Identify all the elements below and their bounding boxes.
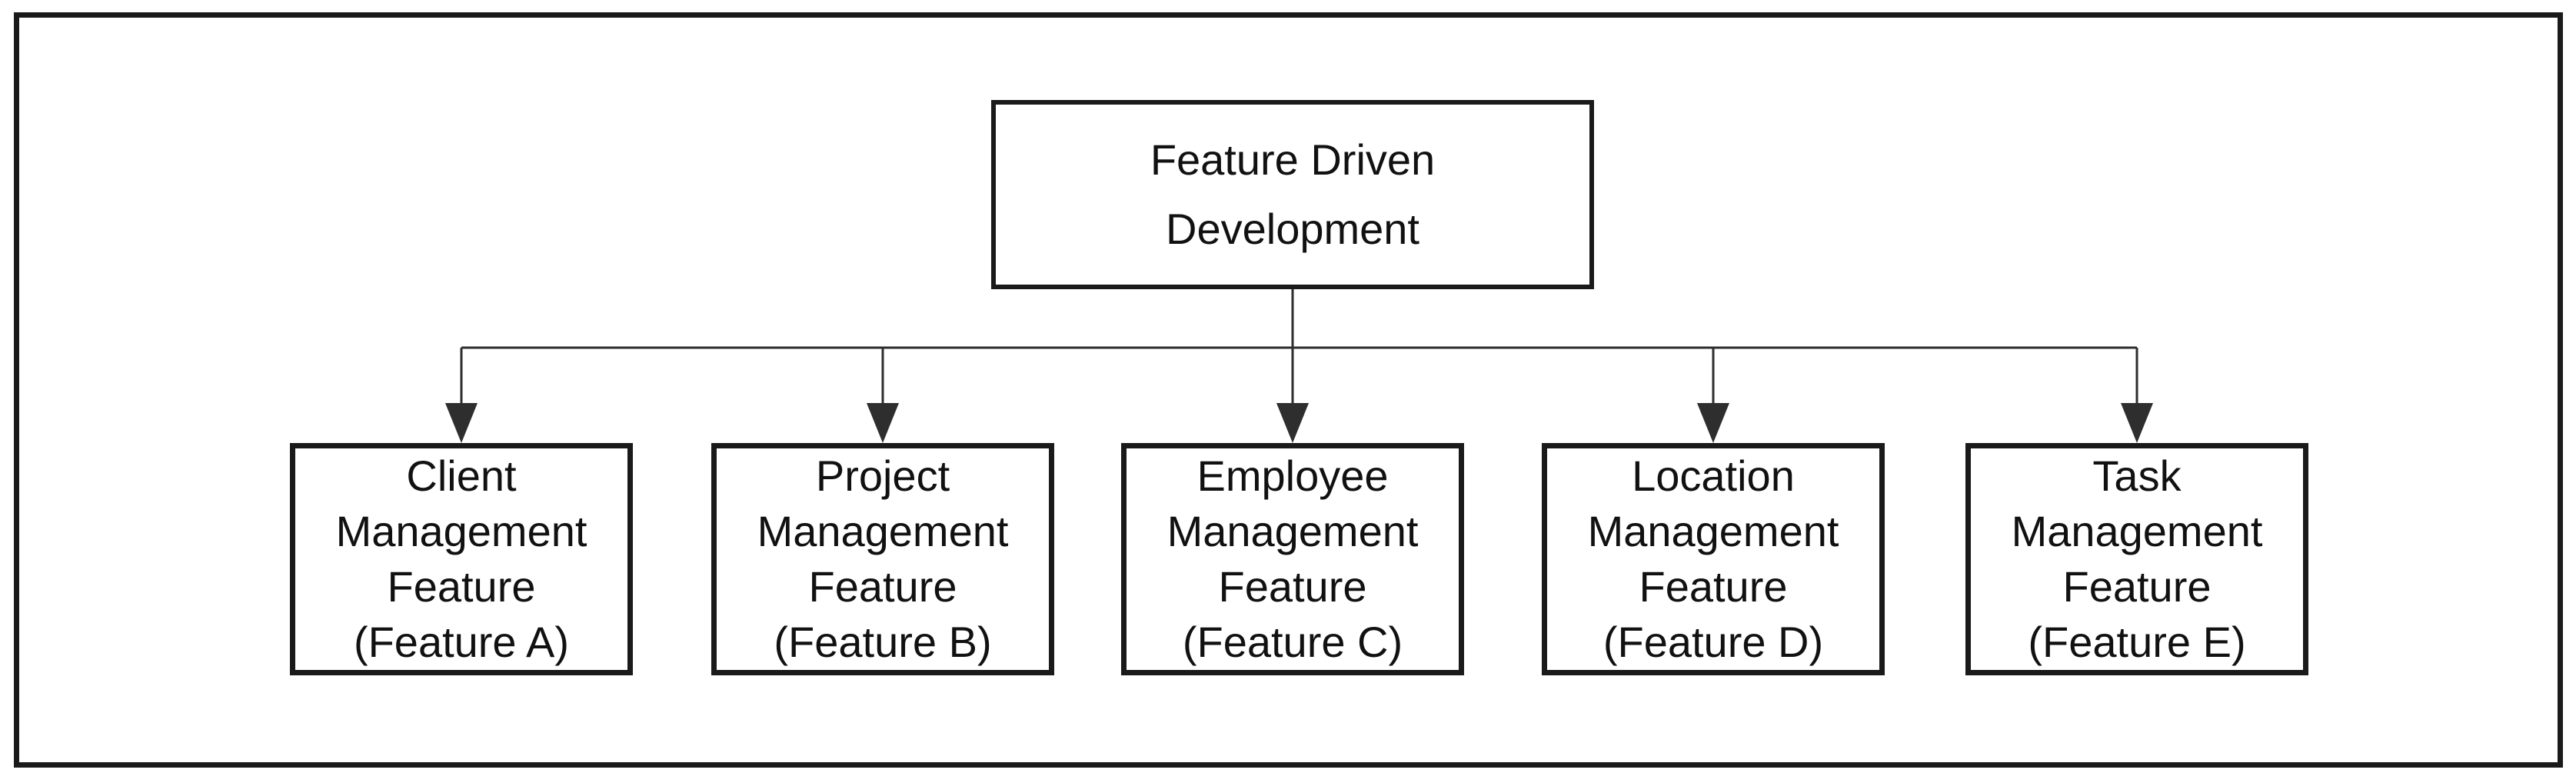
arrow-down-icon [1276,403,1309,443]
node-location-management-feature: Location Management Feature (Feature D) [1542,443,1885,675]
node-employee-management-feature: Employee Management Feature (Feature C) [1121,443,1464,675]
arrow-down-icon [867,403,899,443]
node-task-management-feature: Task Management Feature (Feature E) [1965,443,2308,675]
node-label: Client Management Feature (Feature A) [335,451,587,666]
node-project-management-feature: Project Management Feature (Feature B) [711,443,1054,675]
arrow-down-icon [1697,403,1729,443]
node-client-management-feature: Client Management Feature (Feature A) [290,443,633,675]
node-label: Employee Management Feature (Feature C) [1167,451,1419,666]
node-label: Location Management Feature (Feature D) [1587,451,1839,666]
node-feature-driven-development: Feature Driven Development [991,100,1594,289]
diagram-outer-border [14,12,2563,768]
node-label: Feature Driven Development [1150,135,1436,253]
arrow-down-icon [445,403,478,443]
node-label: Project Management Feature (Feature B) [757,451,1009,666]
arrow-down-icon [2121,403,2153,443]
node-label: Task Management Feature (Feature E) [2011,451,2263,666]
